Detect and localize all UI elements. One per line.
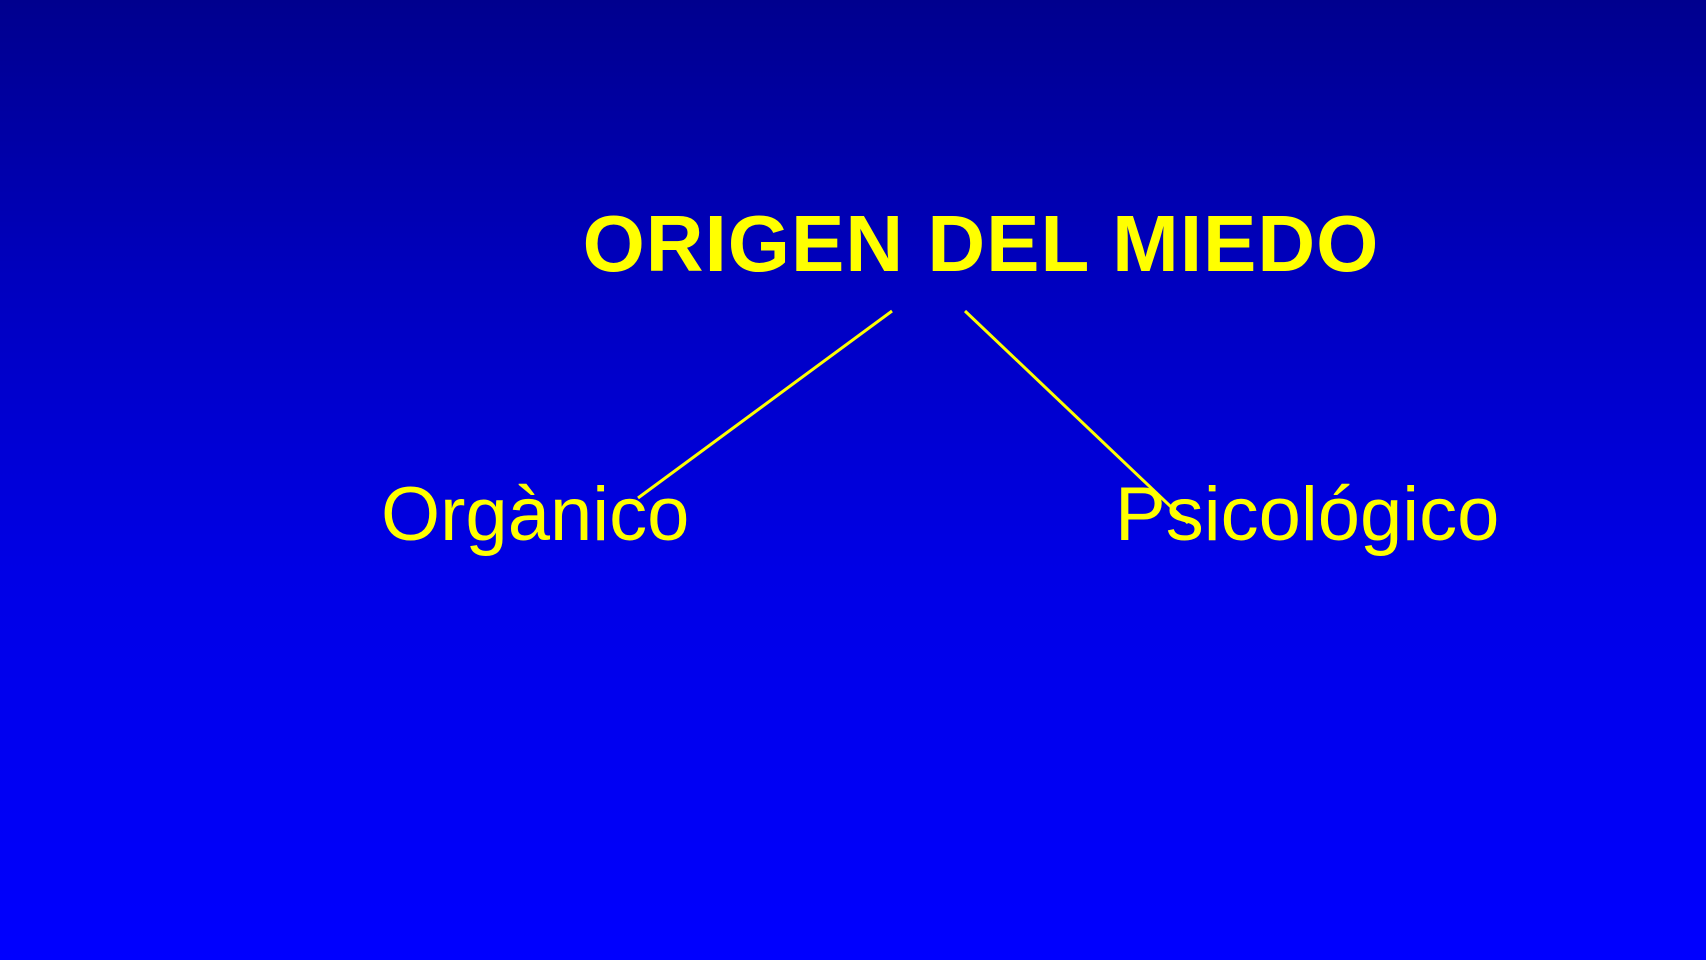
branch-psicologico: Psicológico [1115,472,1500,557]
branch-organico: Orgànico [381,472,690,557]
diagram-title: ORIGEN DEL MIEDO [582,199,1380,288]
